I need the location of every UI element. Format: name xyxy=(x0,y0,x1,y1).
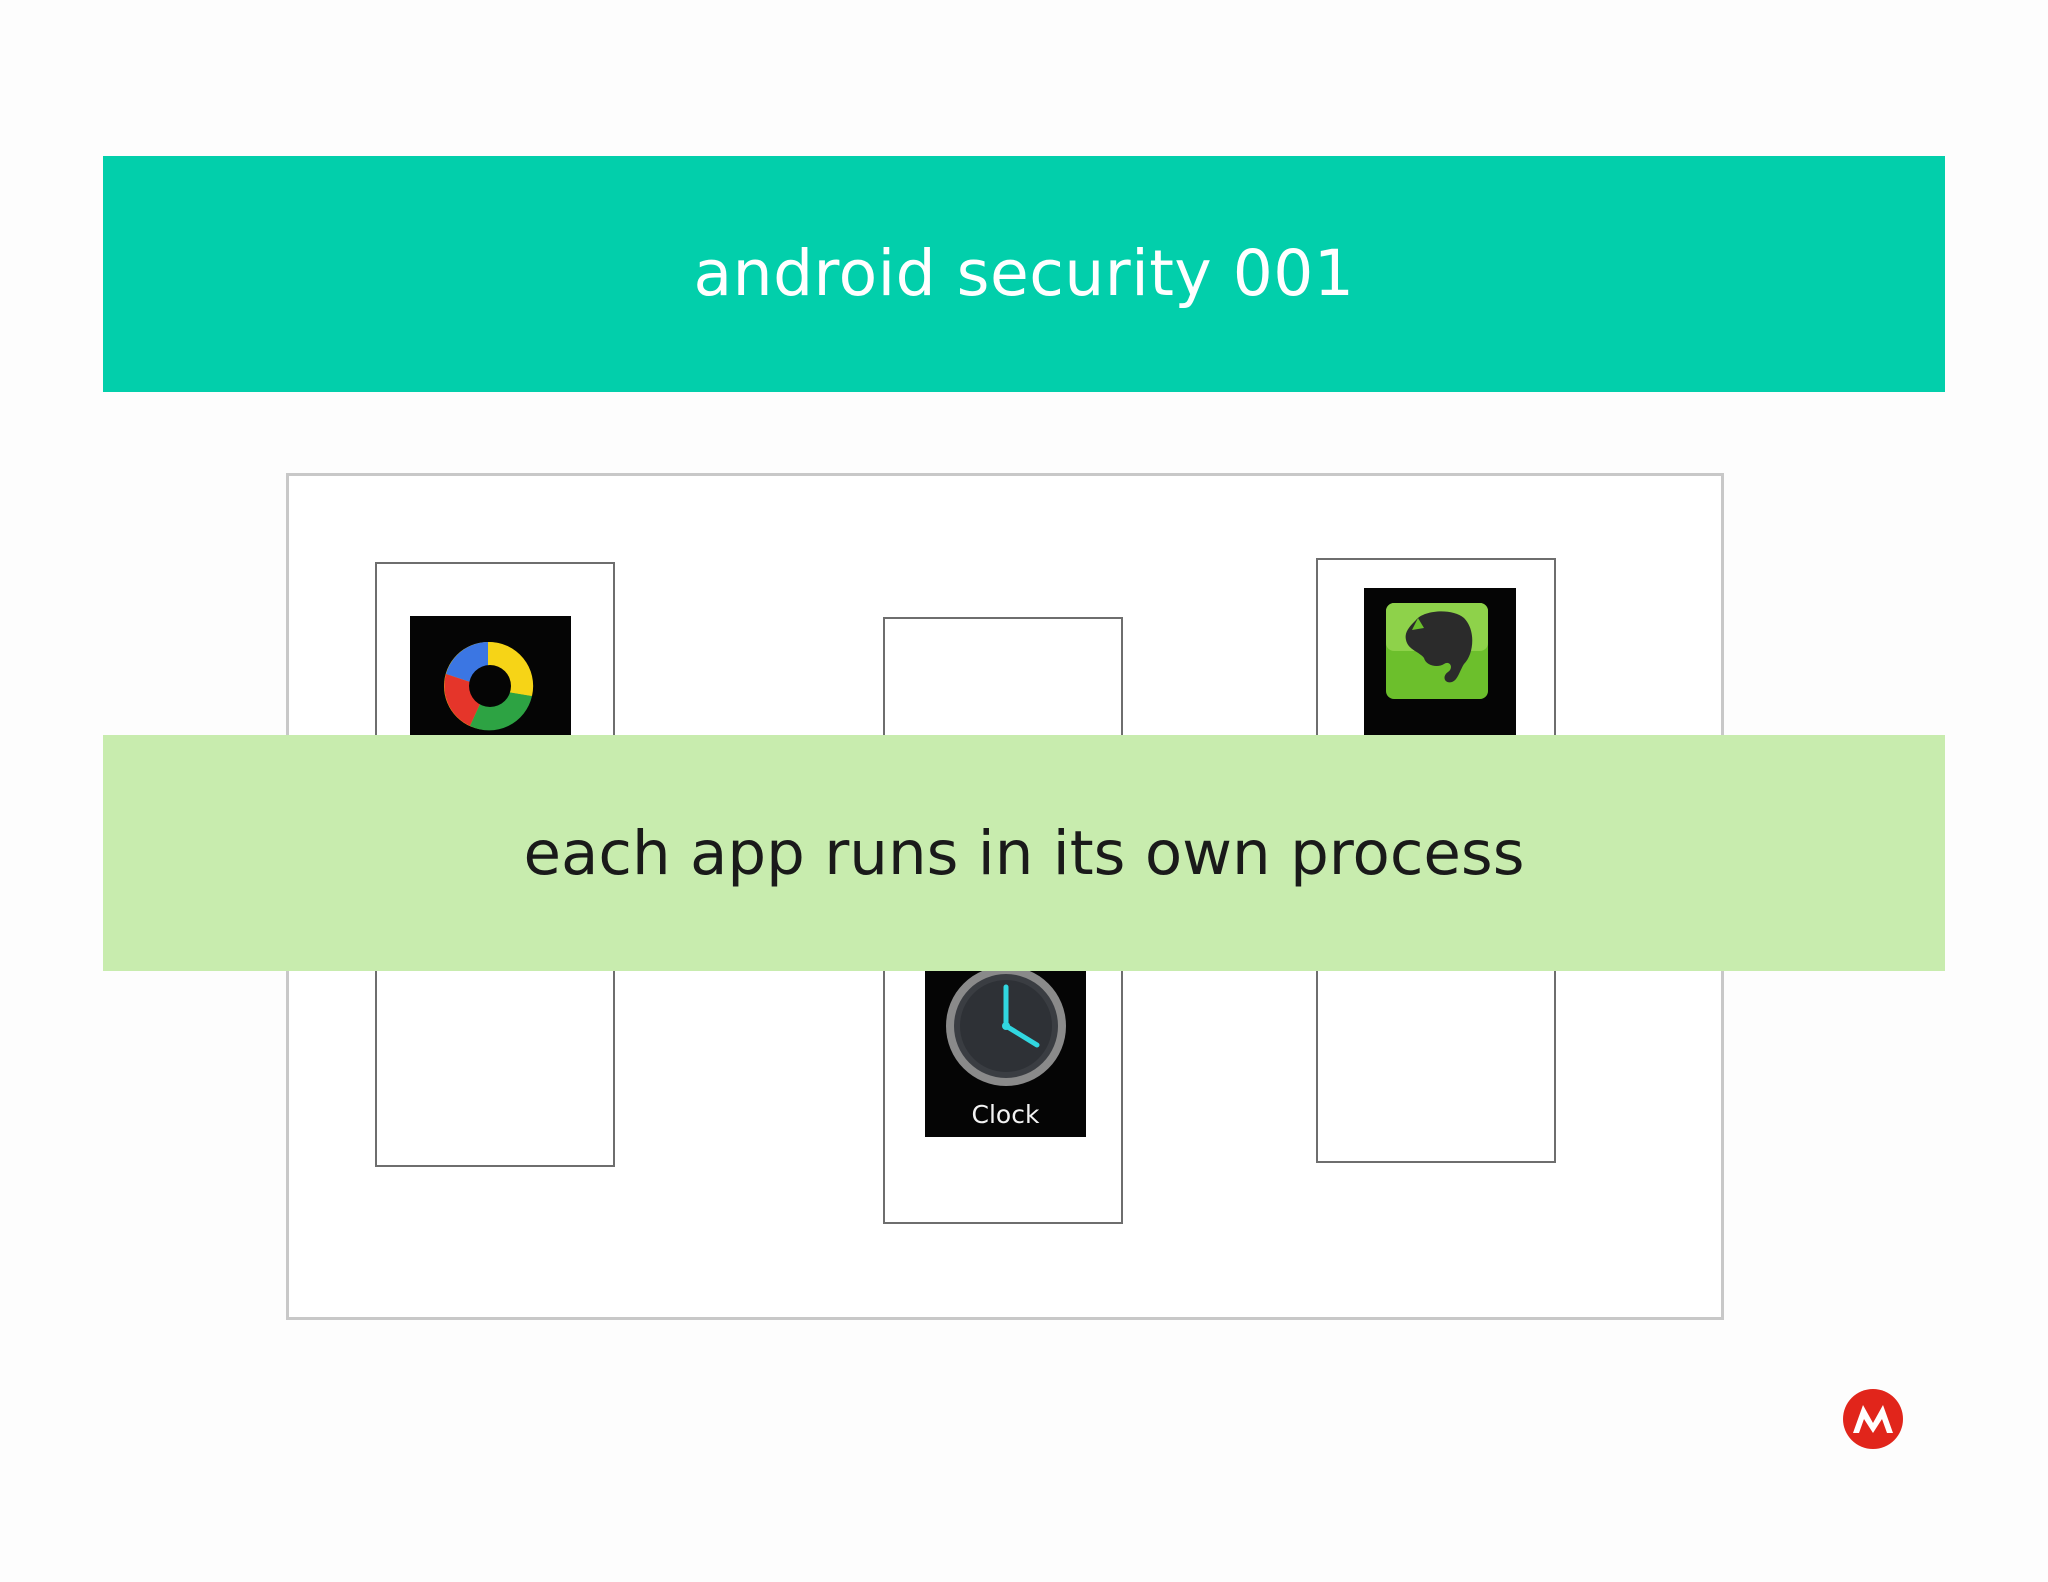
title-band: android security 001 xyxy=(103,156,1945,392)
colorful-ring-app-icon xyxy=(410,616,571,738)
caption-band: each app runs in its own process xyxy=(103,735,1945,971)
motorola-logo-icon xyxy=(1843,1389,1903,1449)
evernote-elephant-icon xyxy=(1386,603,1488,699)
slide-caption: each app runs in its own process xyxy=(523,817,1525,889)
clock-app-label: Clock xyxy=(971,1100,1040,1129)
evernote-app-tile xyxy=(1364,588,1516,748)
clock-icon xyxy=(946,966,1066,1086)
clock-app-tile: Clock xyxy=(925,966,1086,1137)
slide-title: android security 001 xyxy=(693,236,1355,310)
